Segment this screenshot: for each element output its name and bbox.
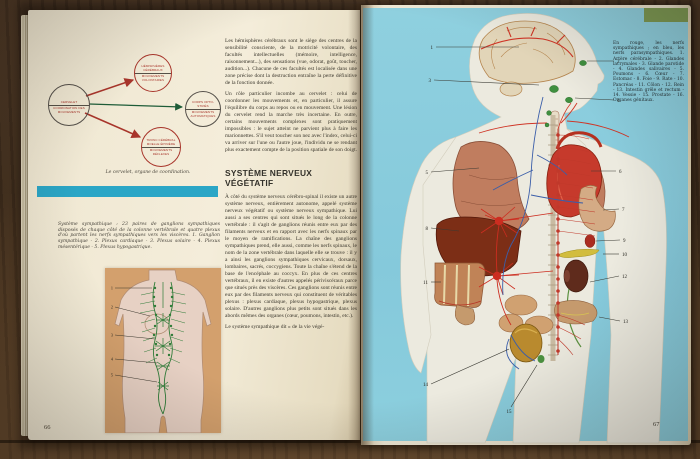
figure-marker: 3 — [111, 333, 113, 338]
plate-leader-lines — [430, 46, 621, 408]
page-number-right: 67 — [653, 421, 660, 428]
plate-marker: 1 — [431, 46, 434, 51]
parotid-gland — [549, 85, 559, 93]
plate-marker: 6 — [619, 170, 622, 175]
prostate — [537, 355, 545, 363]
colon-section — [434, 262, 486, 308]
plate-marker: 14 — [423, 383, 429, 388]
arrow-to-tronc — [84, 112, 142, 139]
cervical-ganglion — [546, 110, 552, 116]
figure-marker: 5 — [111, 373, 113, 378]
cyan-divider-bar — [37, 186, 218, 197]
kidney-hilum — [564, 270, 570, 282]
bladder — [509, 323, 543, 363]
cerebellum — [499, 81, 523, 97]
stomach — [578, 185, 616, 232]
plate-marker: 5 — [426, 171, 429, 176]
bladder-highlight — [514, 328, 538, 334]
diagram-node-cervelet: CERVELET COORDINATION DES MOUVEMENTS — [48, 84, 90, 126]
figure-marker-numbers: 1 2 3 4 5 — [111, 286, 114, 378]
sympathetic-chains — [139, 281, 187, 415]
spleen — [584, 234, 596, 248]
figure-leader-lines — [114, 287, 158, 383]
cervical-ganglion — [544, 122, 550, 128]
vegetative-nervous-system-plate: 1 3 5 8 11 14 15 2 4 6 7 9 10 12 13 — [400, 13, 667, 444]
plate-marker: 13 — [623, 320, 629, 325]
paragraph: À côté du système nerveux cérébro-spinal… — [225, 194, 357, 321]
diagram-node-hemispheres: HÉMISPHÈRES CÉRÉBRAUX MOUVEMENTS VOLONTA… — [134, 54, 172, 92]
left-lung — [452, 141, 530, 234]
plate-marker: 10 — [622, 253, 628, 258]
paragraph: Le système sympathique dit « de la vie v… — [225, 324, 357, 331]
rectum — [554, 300, 598, 325]
plexus-bursts — [155, 313, 171, 391]
diagram-node-corps-stries: CORPS OPTO-STRIÉS MOUVEMENTS AUTOMATIQUE… — [185, 91, 221, 127]
solar-plexus-hub — [480, 206, 554, 238]
neck-arteries — [478, 102, 630, 138]
plate-marker: 7 — [622, 208, 625, 213]
node-label: CERVELET — [49, 85, 89, 107]
sympathetic-torso-figure: 1 2 3 4 5 — [105, 268, 221, 434]
cerebral-artery — [480, 26, 574, 58]
plate-marker: 4 — [617, 99, 620, 104]
colon-vessel — [438, 300, 482, 306]
node-label: HÉMISPHÈRES CÉRÉBRAUX — [135, 55, 171, 75]
text-column: Les hémisphères cérébraux sont le siège … — [225, 38, 357, 331]
left-page: CERVELET COORDINATION DES MOUVEMENTS HÉM… — [28, 10, 360, 440]
plate-marker: 12 — [622, 275, 628, 280]
pancreas — [556, 248, 600, 258]
paragraph: Les hémisphères cérébraux sont le siège … — [225, 38, 357, 87]
left-arm — [400, 136, 457, 374]
arrow-to-corps-stries — [88, 102, 183, 111]
colon-bands — [443, 264, 470, 307]
parasympathetic-nerves — [492, 96, 584, 370]
book-spine-shadow — [348, 4, 374, 445]
lung-lobes — [460, 174, 522, 206]
node-label: CORPS OPTO-STRIÉS — [186, 92, 220, 111]
cerebellum-diagram — [84, 78, 183, 139]
plate-marker: 3 — [429, 79, 432, 84]
rectum-band — [560, 312, 590, 316]
right-page: 1 3 5 8 11 14 15 2 4 6 7 9 10 12 13 En r… — [361, 5, 691, 445]
small-intestine-loop — [454, 304, 476, 326]
wood-plank-seam — [0, 440, 700, 443]
plate-marker-numbers: 1 3 5 8 11 14 15 2 4 6 7 9 10 12 13 — [423, 46, 629, 415]
figure-marker: 2 — [111, 305, 113, 310]
salivary-gland — [565, 96, 573, 103]
plate-marker: 9 — [623, 239, 626, 244]
arrow-to-hemispheres — [85, 78, 135, 97]
node-sublabel: COORDINATION DES MOUVEMENTS — [49, 106, 89, 125]
page-number-left: 66 — [44, 424, 51, 431]
node-sublabel: MOUVEMENTS AUTOMATIQUES — [186, 110, 220, 126]
node-sublabel: MOUVEMENTS VOLONTAIRES — [135, 74, 171, 91]
mesenteric-plexus-hub — [478, 262, 554, 296]
sympathetic-chain — [495, 102, 596, 356]
figure-caption: Système sympathique : 23 paires de gangl… — [58, 222, 220, 250]
chain-ganglia — [152, 286, 174, 357]
lacrimal-gland — [579, 60, 587, 66]
node-sublabel: MOUVEMENTS RÉFLEXES — [142, 148, 180, 166]
plate-marker: 11 — [423, 281, 428, 286]
figure-marker: 4 — [111, 357, 114, 362]
diagram-node-tronc: TRONC CÉRÉBRAL MOELLE ÉPINIÈRE MOUVEMENT… — [141, 127, 181, 167]
plate-marker: 15 — [507, 410, 513, 415]
figure-marker: 1 — [111, 286, 113, 291]
aorta — [555, 131, 603, 150]
plate-marker: 2 — [617, 60, 620, 65]
torso-illustration: 1 2 3 4 5 — [105, 268, 221, 434]
plate-legend: En rouge, les nerfs sympathiques ; en bl… — [613, 41, 684, 103]
glands — [544, 60, 587, 128]
section-heading: SYSTÈME NERVEUX VÉGÉTATIF — [225, 168, 357, 188]
page-edge-stack — [21, 15, 29, 436]
diagram-caption: Le cervelet, organe de coordination. — [92, 170, 204, 176]
node-label: TRONC CÉRÉBRAL MOELLE ÉPINIÈRE — [142, 128, 180, 149]
brain — [478, 20, 576, 97]
chapter-color-tab — [644, 8, 688, 22]
paragraph: Un rôle particulier incombe au cervelet … — [225, 91, 357, 154]
plate-marker: 8 — [426, 227, 429, 232]
